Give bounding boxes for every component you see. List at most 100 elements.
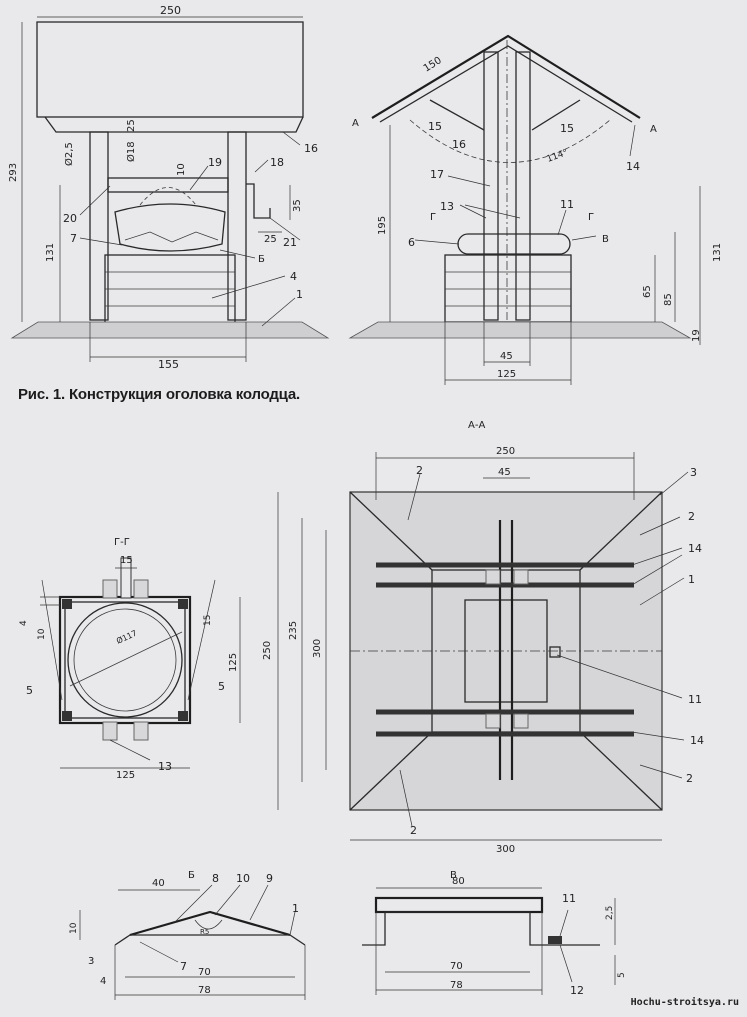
label-front_view-labels-2: 19 [208,156,222,169]
label-front_view-labels-3: 20 [63,212,77,225]
label-front_view-labels-1: 18 [270,156,284,169]
label-section_gg-dims-0: 15 [120,555,133,566]
label-section_gg-dims-5: Ø117 [115,628,139,646]
label-side_view-labels-5: 14 [626,160,640,173]
label-detail_b-dims-3: 4 [100,976,106,987]
label-front_view-dims-9: 25 [264,234,277,245]
label-detail_b-labels-2: 9 [266,872,273,885]
label-detail_v-dims-2: 70 [450,961,463,972]
label-side_view-dims-1: 114° [546,148,570,165]
label-front_view-dims-0: 250 [160,4,181,17]
label-detail_b-dims-6: R5 [200,928,209,936]
label-section_aa-dims-3: 250 [262,641,273,660]
label-front_view-labels-6: Б [258,254,265,265]
label-side_view-dims-7: 45 [500,351,513,362]
label-side_view-dims-3: 131 [712,243,723,262]
label-side_view-labels-1: А [650,124,657,135]
label-detail_v-labels-1: 12 [570,984,584,997]
label-side_view-dims-2: 195 [377,216,388,235]
label-front_view-labels-8: 1 [296,288,303,301]
label-detail_v-dims-1: 2,5 [605,906,615,920]
label-side_view-labels-11: Г [588,212,594,223]
label-section_gg-dims-2: 10 [37,628,47,640]
label-front_view-labels-4: 21 [283,236,297,249]
label-front_view-dims-3: 155 [158,358,179,371]
label-section_titles-b: Б [188,870,195,881]
label-detail_b-dims-0: 40 [152,878,165,889]
label-section_gg-dims-4: 125 [228,653,239,672]
label-side_view-dims-8: 125 [497,369,516,380]
detail-b [79,884,306,1000]
label-side_view-dims-0: 150 [422,55,444,74]
label-section_gg-dims-1: 4 [19,620,29,626]
label-side_view-labels-2: 15 [428,120,442,133]
side-view [348,34,701,385]
label-side_view-labels-7: 13 [440,200,454,213]
label-detail_b-labels-1: 10 [236,872,250,885]
watermark: Hochu-stroitsya.ru [630,997,739,1008]
label-side_view-dims-4: 65 [642,285,653,298]
label-side_view-labels-0: А [352,118,359,129]
label-front_view-dims-6: Ø2,5 [63,142,75,166]
label-front_view-dims-4: Ø18 [125,141,137,162]
label-section_gg-dims-3: 15 [203,615,213,626]
label-section_aa-dims-2: 300 [496,844,515,855]
label-detail_b-dims-5: 78 [198,985,211,996]
label-side_view-labels-4: 16 [452,138,466,151]
label-detail_v-labels-0: 11 [562,892,576,905]
front-view [10,16,330,362]
label-side_view-labels-10: Г [430,212,436,223]
label-section_aa-dims-5: 300 [312,639,323,658]
label-front_view-dims-2: 131 [45,243,56,262]
label-section_aa-labels-1: 2 [416,464,423,477]
label-front_view-dims-7: 10 [176,163,187,176]
label-detail_b-labels-3: 7 [180,960,187,973]
label-side_view-labels-9: 6 [408,236,415,249]
detail-v [362,887,616,995]
label-section_aa-labels-3: 1 [688,573,695,586]
label-front_view-labels-0: 16 [304,142,318,155]
label-front_view-dims-1: 293 [8,163,19,182]
section-gg [40,557,241,769]
label-section_aa-labels-6: 2 [688,510,695,523]
label-detail_b-labels-0: 8 [212,872,219,885]
label-section_aa-labels-5: 14 [690,734,704,747]
label-detail_b-labels-4: 1 [292,902,299,915]
label-section_titles-v: В [450,870,457,881]
label-detail_v-dims-0: 80 [452,876,465,887]
label-detail_v-dims-4: 5 [617,972,627,978]
label-section_aa-dims-1: 45 [498,467,511,478]
label-front_view-dims-8: 35 [292,199,303,212]
label-section_titles-gg: Г-Г [114,537,130,548]
label-section_aa-labels-2: 14 [688,542,702,555]
label-section_aa-labels-4: 11 [688,693,702,706]
label-front_view-labels-7: 4 [290,270,297,283]
label-section_aa-dims-0: 250 [496,446,515,457]
label-section_aa-labels-0: 3 [690,466,697,479]
label-detail_b-dims-1: 10 [69,922,79,934]
label-section_titles-aa: А-А [468,420,485,431]
label-side_view-dims-5: 85 [663,293,674,306]
label-side_view-labels-3: 15 [560,122,574,135]
label-side_view-labels-12: В [602,234,609,245]
label-side_view-labels-6: 17 [430,168,444,181]
label-side_view-labels-8: 11 [560,198,574,211]
label-section_gg-dims-6: 125 [116,770,135,781]
label-front_view-labels-5: 7 [70,232,77,245]
label-section_gg-labels-0: 5 [26,684,33,697]
label-section_gg-labels-1: 5 [218,680,225,693]
section-aa [277,452,689,841]
figure-caption: Рис. 1. Конструкция оголовка колодца. [18,386,300,403]
label-side_view-dims-6: 19 [691,329,702,342]
label-detail_b-dims-2: 3 [88,956,94,967]
label-front_view-dims-5: 25 [126,119,137,132]
label-section_aa-dims-4: 235 [288,621,299,640]
label-section_aa-labels-7: 2 [686,772,693,785]
label-detail_v-dims-3: 78 [450,980,463,991]
label-section_aa-labels-8: 2 [410,824,417,837]
label-section_gg-labels-2: 13 [158,760,172,773]
label-detail_b-dims-4: 70 [198,967,211,978]
